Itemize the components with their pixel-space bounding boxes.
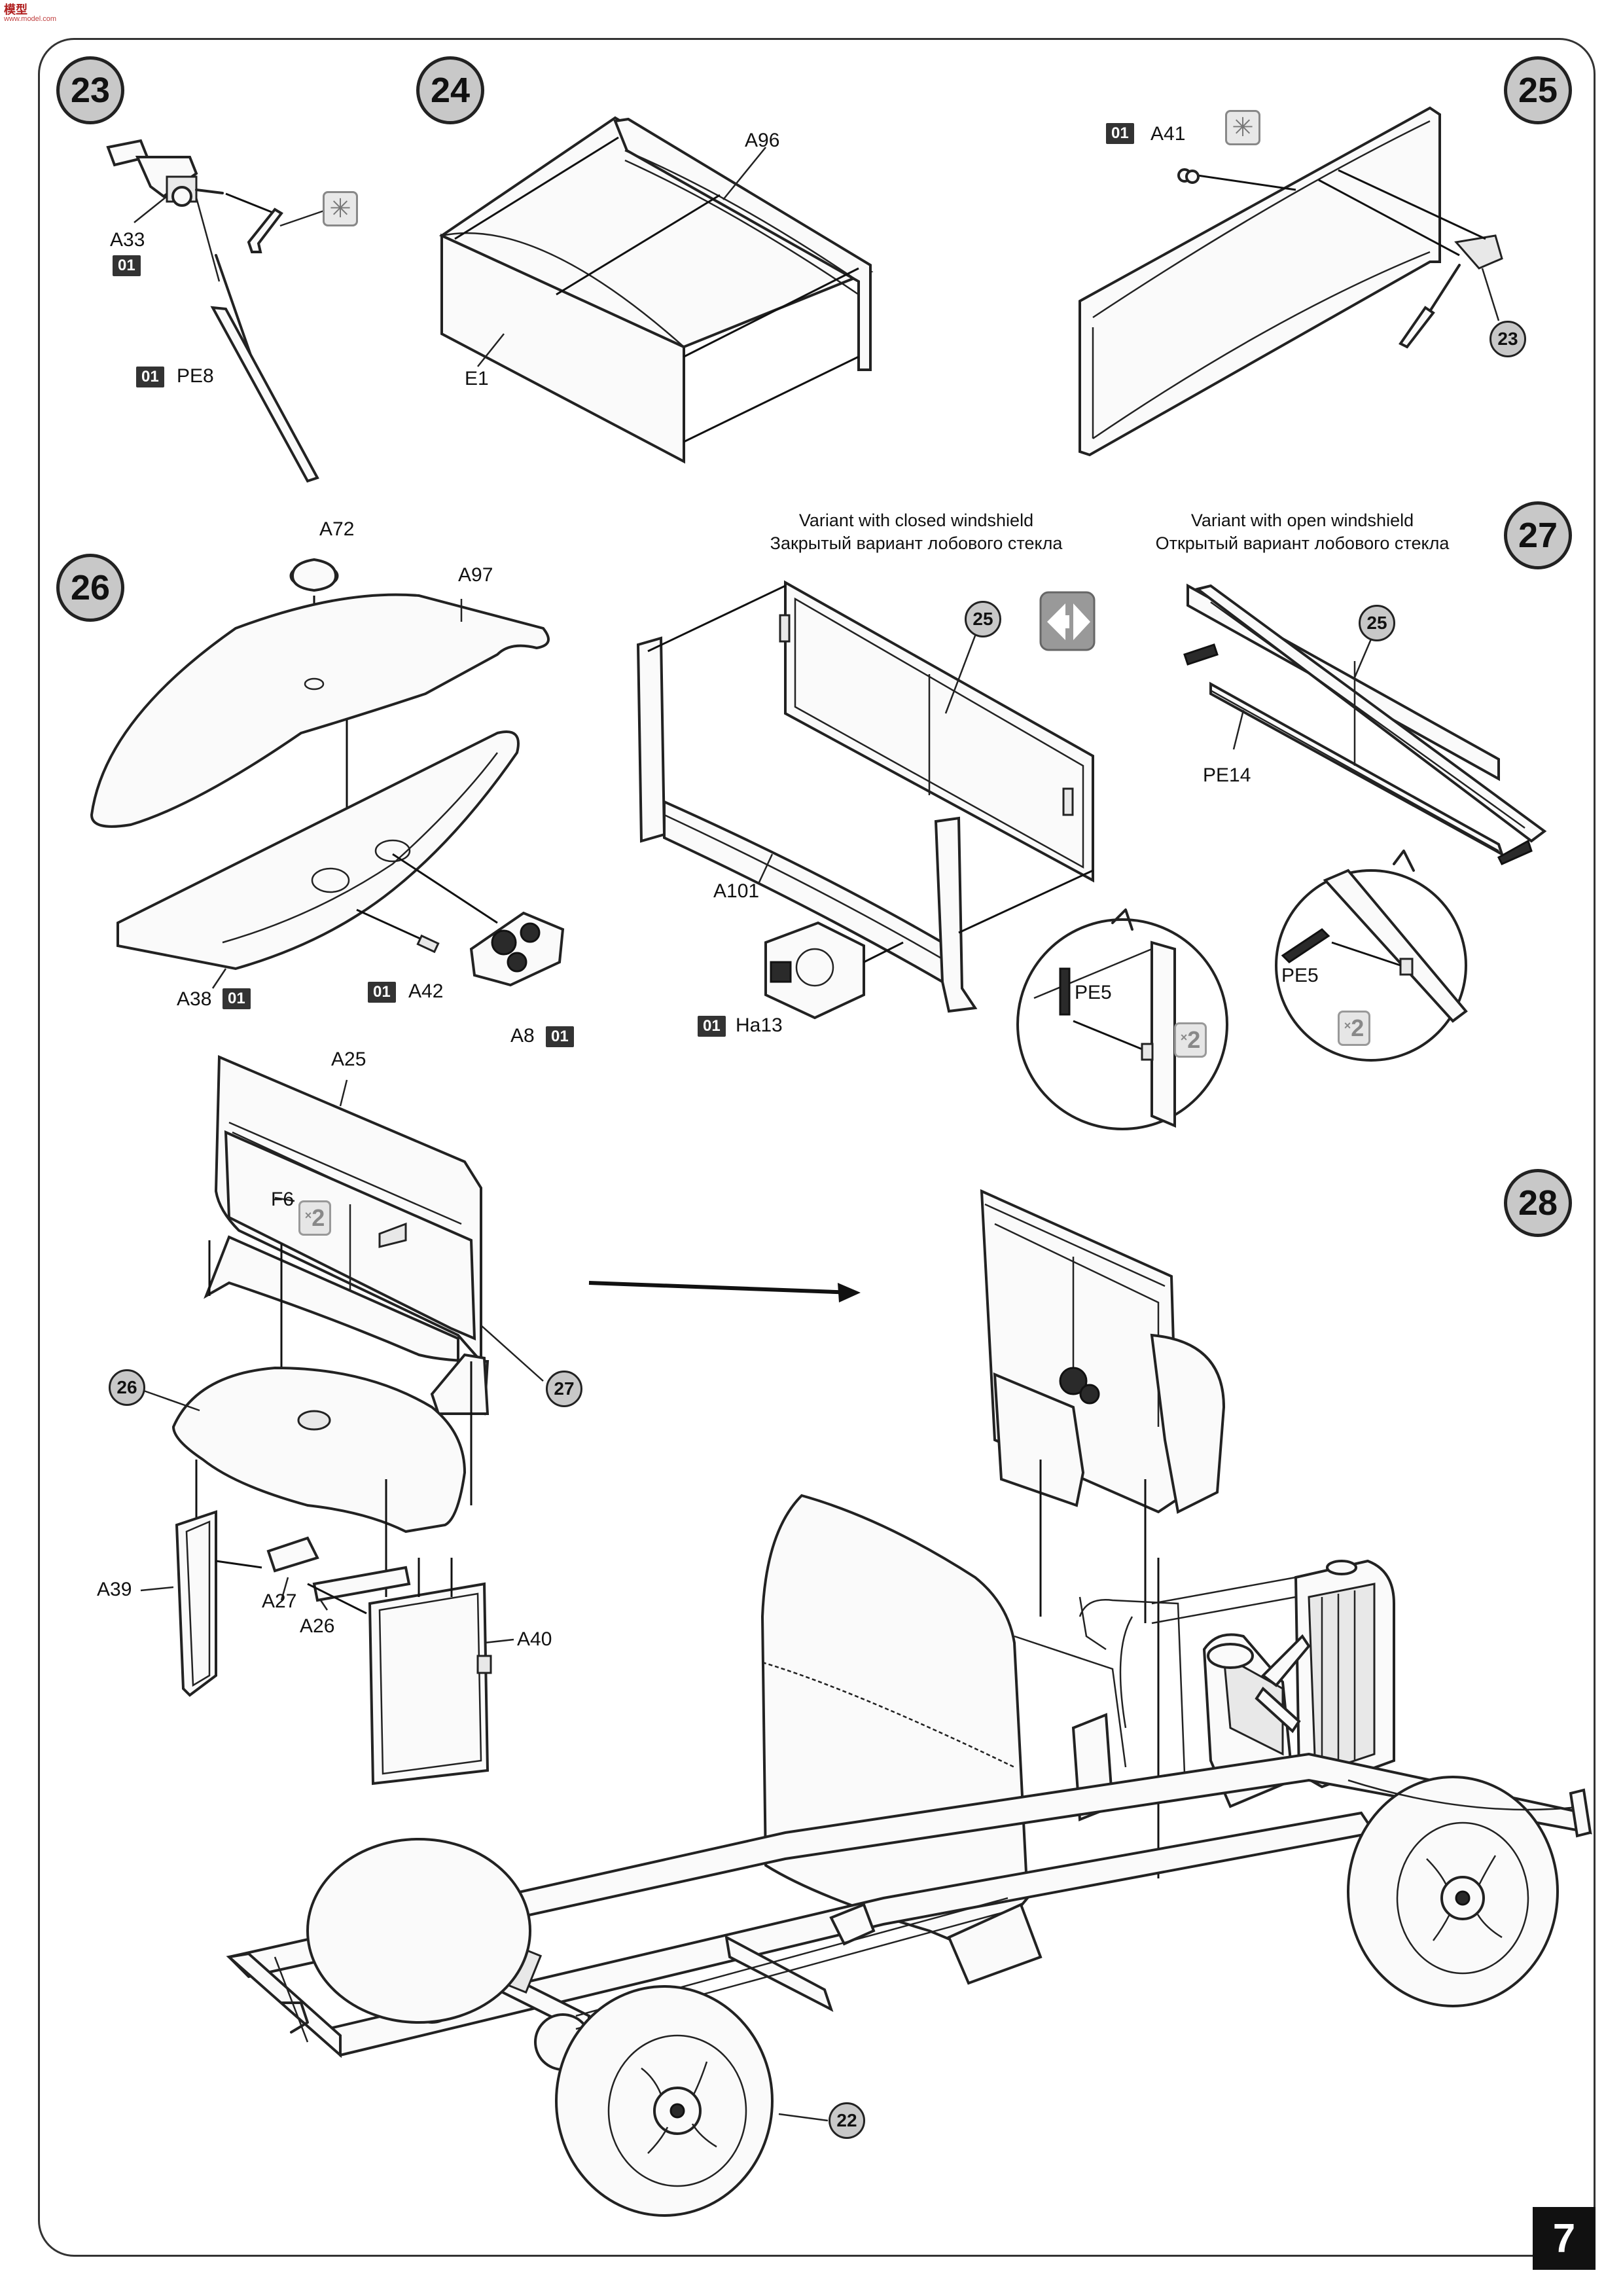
part-label-e1: E1 <box>465 368 489 389</box>
logo-text: 模型 <box>4 3 27 16</box>
sprue-tag: 01 <box>113 255 141 276</box>
step-26b-illustration <box>636 580 1228 1130</box>
part-label-a40: A40 <box>517 1628 552 1650</box>
ref-badge-27: 27 <box>546 1371 582 1407</box>
asterisk-glue-icon: ✳ <box>1225 110 1260 145</box>
part-label-f6: F6 <box>271 1189 294 1210</box>
part-label-a26: A26 <box>300 1615 335 1637</box>
step-number: 27 <box>1518 516 1558 555</box>
step-28-parts-illustration <box>140 1055 861 1785</box>
step-24-illustration <box>438 116 874 464</box>
caption-en: Variant with open windshield <box>1190 511 1414 530</box>
part-label-a25: A25 <box>331 1049 366 1070</box>
closed-variant-caption: Variant with closed windshield Закрытый … <box>720 509 1113 555</box>
part-label-a101: A101 <box>713 880 760 902</box>
sprue-tag: 01 <box>1106 123 1134 144</box>
part-label-pe5: PE5 <box>1075 982 1112 1003</box>
ref-number: 26 <box>116 1377 137 1397</box>
page-number: 7 <box>1533 2207 1596 2270</box>
part-label-a97: A97 <box>458 564 493 586</box>
open-variant-caption: Variant with open windshield Открытый ва… <box>1113 509 1492 555</box>
caption-en: Variant with closed windshield <box>798 511 1034 530</box>
step-25-illustration <box>1079 106 1503 457</box>
asterisk-glue-icon: ✳ <box>323 191 358 226</box>
part-label-a38: A38 <box>177 988 212 1010</box>
step-badge-28: 28 <box>1504 1169 1572 1237</box>
part-label-pe5: PE5 <box>1281 965 1319 986</box>
caption-ru: Открытый вариант лобового стекла <box>1155 533 1450 554</box>
part-label-a39: A39 <box>97 1579 132 1600</box>
qty-value: 2 <box>1351 1014 1364 1041</box>
step-number: 23 <box>70 71 111 110</box>
ref-badge-25-open: 25 <box>1359 605 1395 641</box>
part-label-a42: A42 <box>408 980 444 1002</box>
step-23-illustration <box>106 139 325 483</box>
ref-number: 22 <box>836 2110 857 2130</box>
ref-badge-25-closed: 25 <box>965 601 1001 637</box>
step-number: 24 <box>430 71 471 110</box>
ref-number: 25 <box>1366 613 1387 633</box>
publisher-logo: 模型 www.model.com <box>4 4 56 23</box>
sprue-tag: 01 <box>368 982 396 1003</box>
page-frame <box>38 38 1596 2257</box>
part-label-a96: A96 <box>745 130 780 151</box>
step-28-chassis-illustration <box>226 1189 1592 2217</box>
sprue-tag: 01 <box>136 367 164 387</box>
quantity-badge: ×2 <box>298 1200 331 1236</box>
part-label-pe8: PE8 <box>177 365 214 387</box>
ref-badge-26: 26 <box>109 1369 145 1406</box>
step-number: 26 <box>70 568 111 607</box>
step-26-illustration <box>90 558 565 989</box>
part-label-a41: A41 <box>1150 123 1186 145</box>
logo-sub: www.model.com <box>4 15 57 23</box>
part-label-a8: A8 <box>510 1025 535 1047</box>
step-badge-24: 24 <box>416 56 484 124</box>
step-27-illustration <box>1183 583 1547 1062</box>
sprue-tag: 01 <box>546 1026 574 1047</box>
part-label-a72: A72 <box>319 518 355 540</box>
part-label-pe14: PE14 <box>1203 764 1251 786</box>
qty-value: 2 <box>312 1204 325 1231</box>
part-label-a33: A33 <box>110 229 145 251</box>
step-badge-26: 26 <box>56 554 124 622</box>
qty-value: 2 <box>1187 1026 1201 1053</box>
quantity-badge: ×2 <box>1174 1022 1207 1058</box>
part-label-a27: A27 <box>262 1590 297 1612</box>
step-number: 25 <box>1518 71 1558 110</box>
sprue-tag: 01 <box>223 988 251 1009</box>
ref-badge-22: 22 <box>829 2102 865 2139</box>
step-badge-25: 25 <box>1504 56 1572 124</box>
part-label-ha13: Ha13 <box>736 1014 783 1036</box>
quantity-badge: ×2 <box>1338 1011 1370 1046</box>
step-number: 28 <box>1518 1183 1558 1223</box>
ref-number: 25 <box>972 609 993 629</box>
ref-number: 23 <box>1497 329 1518 349</box>
ref-number: 27 <box>554 1378 575 1399</box>
ref-badge-23: 23 <box>1489 321 1526 357</box>
step-badge-27: 27 <box>1504 501 1572 569</box>
caption-ru: Закрытый вариант лобового стекла <box>770 533 1063 554</box>
step-badge-23: 23 <box>56 56 124 124</box>
sprue-tag: 01 <box>698 1016 726 1037</box>
